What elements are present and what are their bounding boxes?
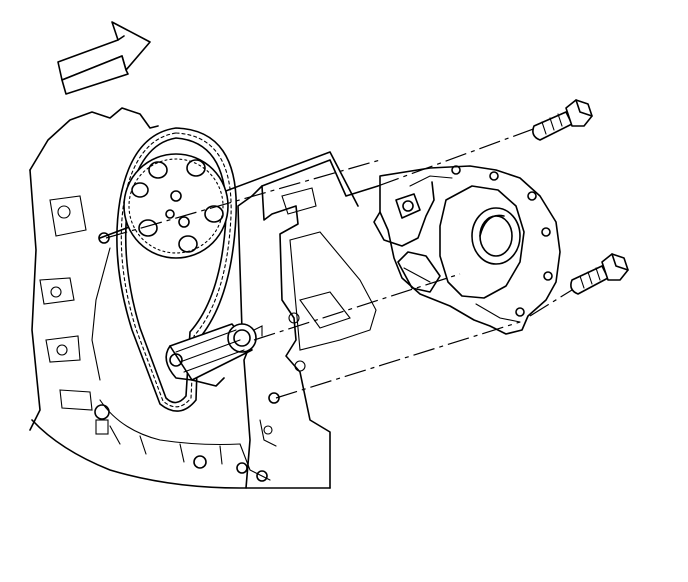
alignment-lines	[105, 127, 573, 399]
oil-pump	[373, 165, 561, 335]
upper-bolt	[532, 99, 593, 141]
crankshaft-sprocket	[165, 323, 263, 387]
camshaft-sprocket	[123, 153, 229, 259]
lower-bolt	[570, 253, 629, 295]
engine-block	[29, 107, 331, 489]
arrow-right-icon	[57, 21, 151, 95]
